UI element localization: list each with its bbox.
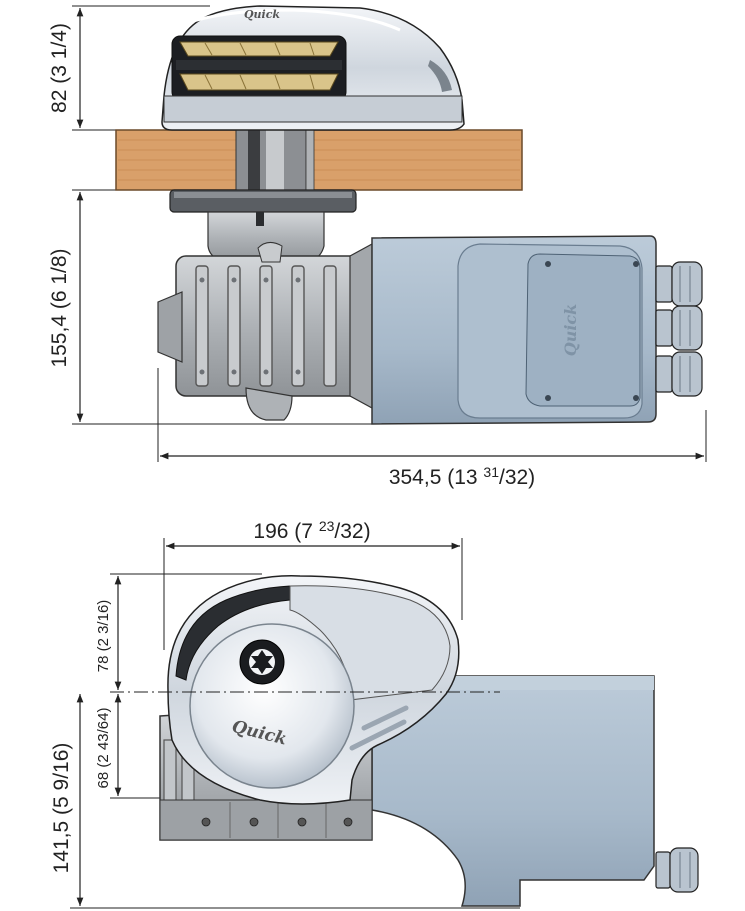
motor-logo: Quick <box>561 304 580 356</box>
total-height-label: 141,5 (5 9/16) <box>50 743 73 874</box>
deck-plank <box>115 129 523 191</box>
motor-height-dimension: 155,4 (6 1/8) <box>48 189 372 425</box>
width-label: 196 (7 23/32) <box>253 518 370 543</box>
overall-length-label: 354,5 (13 31/32) <box>389 464 535 489</box>
cable-glands <box>655 261 703 397</box>
upper-height-label: 78 (2 3/16) <box>95 600 112 673</box>
deck-height-dimension: 82 (3 1/4) <box>48 5 210 131</box>
top-view: 82 (3 1/4) 155,4 (6 1/8) 354,5 (13 31/32… <box>48 5 707 489</box>
motor-height-label: 155,4 (6 1/8) <box>48 248 71 367</box>
front-view: 196 (7 23/32) 78 (2 3/16) 68 (2 43/64) 1… <box>50 518 699 909</box>
mounting-flange <box>169 189 357 265</box>
top-cover-logo: Quick <box>244 8 280 21</box>
front-cover: Quick <box>167 575 460 805</box>
gearbox <box>157 242 373 421</box>
overall-length-dimension: 354,5 (13 31/32) <box>157 368 707 489</box>
front-height-dimensions: 78 (2 3/16) 68 (2 43/64) 141,5 (5 9/16) <box>50 573 520 909</box>
top-cover: Quick <box>161 5 465 131</box>
width-dimension: 196 (7 23/32) <box>163 518 463 650</box>
motor-housing: Quick <box>371 235 657 425</box>
lower-height-label: 68 (2 43/64) <box>95 708 112 789</box>
deck-height-label: 82 (3 1/4) <box>48 23 71 113</box>
